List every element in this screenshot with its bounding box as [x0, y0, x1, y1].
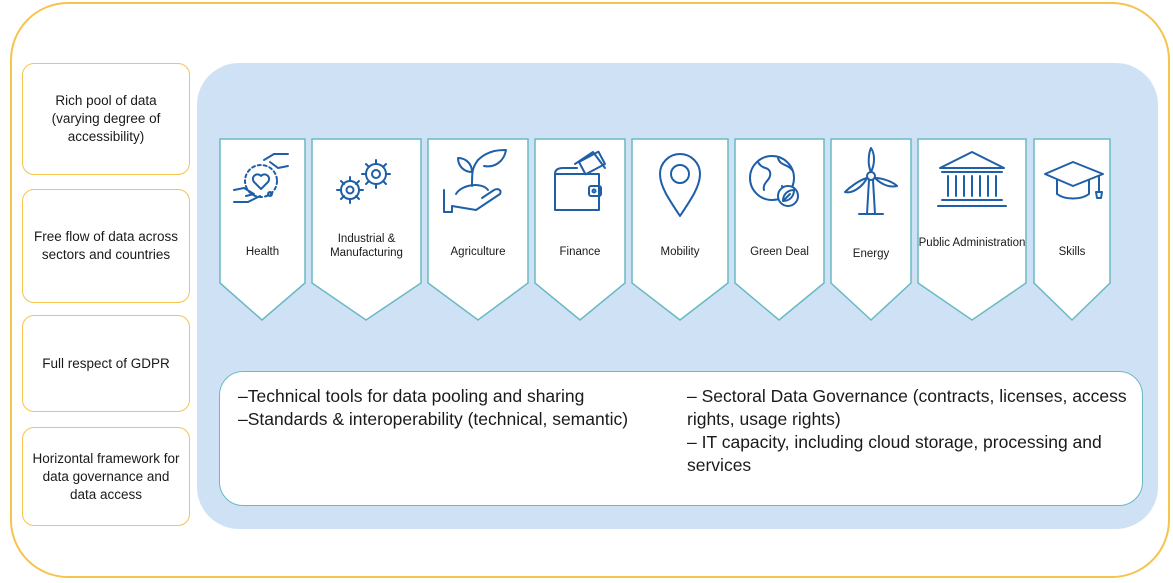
wallet-icon [554, 150, 606, 211]
enabler-text: Sectoral Data Governance (contracts, lic… [687, 386, 1127, 429]
sector-shape-mobility [631, 138, 729, 321]
sector-label-text: Skills [1058, 246, 1086, 258]
globe-leaf-icon [749, 155, 799, 207]
plant-in-hand-icon [443, 149, 507, 213]
left-box-label: Rich pool of data (varying degree of acc… [51, 93, 161, 144]
left-box-label: Horizontal framework for data governance… [32, 450, 180, 502]
sector-skills: Skills [1034, 238, 1110, 266]
sector-shape-public-admin [917, 138, 1027, 321]
sector-mobility: Mobility [632, 238, 728, 266]
sector-finance: Finance [535, 238, 625, 266]
sector-agriculture: Agriculture [428, 238, 528, 266]
enablers-box: –Technical tools for data pooling and sh… [219, 371, 1143, 506]
sector-energy: Energy [831, 240, 911, 268]
enabler-item: – Sectoral Data Governance (contracts, l… [687, 386, 1127, 429]
sector-green-deal: Green Deal [735, 238, 824, 266]
sector-health: Health [220, 238, 305, 266]
sector-public-administration: Public Administration [918, 226, 1026, 260]
wind-turbine-icon [844, 147, 898, 215]
enabler-text: Standards & interoperability (technical,… [247, 409, 629, 429]
enabler-item: – IT capacity, including cloud storage, … [687, 432, 1102, 475]
left-box-gdpr: Full respect of GDPR [22, 315, 190, 412]
enablers-right-column: – Sectoral Data Governance (contracts, l… [687, 385, 1127, 477]
sector-shape-health [219, 138, 306, 321]
sector-label-text: Agriculture [450, 246, 506, 258]
sector-shape-skills [1033, 138, 1111, 322]
sector-label-text: Finance [559, 246, 601, 258]
sector-shape-industrial [311, 138, 422, 321]
graduation-cap-icon [1044, 161, 1104, 200]
sector-shape-finance [534, 138, 626, 321]
sector-label-text: Industrial & Manufacturing [330, 233, 403, 259]
left-box-label: Free flow of data across sectors and cou… [33, 229, 179, 262]
gears-icon [336, 159, 391, 204]
left-box-horizontal-framework: Horizontal framework for data governance… [22, 427, 190, 526]
sector-label-text: Health [245, 246, 280, 258]
government-building-icon [937, 151, 1007, 207]
enabler-text: IT capacity, including cloud storage, pr… [687, 432, 1102, 475]
sector-shape-energy [830, 138, 912, 322]
sector-shape-green-deal [734, 138, 825, 321]
enabler-item: –Technical tools for data pooling and sh… [238, 386, 585, 406]
enabler-item: –Standards & interoperability (technical… [238, 409, 629, 429]
sector-label-text: Public Administration [918, 237, 1026, 249]
left-box-label: Full respect of GDPR [42, 355, 170, 371]
left-box-rich-pool: Rich pool of data (varying degree of acc… [22, 63, 190, 175]
sector-label-text: Green Deal [750, 246, 809, 258]
left-box-free-flow: Free flow of data across sectors and cou… [22, 189, 190, 303]
enabler-text: Technical tools for data pooling and sha… [247, 386, 585, 406]
sector-label-text: Energy [852, 248, 890, 260]
sector-shape-agriculture [427, 138, 529, 321]
heart-in-hands-icon [233, 153, 289, 203]
enablers-left-column: –Technical tools for data pooling and sh… [238, 385, 668, 431]
location-pin-icon [659, 153, 701, 217]
sector-industrial: Industrial & Manufacturing [312, 230, 421, 262]
sector-label-text: Mobility [660, 246, 700, 258]
